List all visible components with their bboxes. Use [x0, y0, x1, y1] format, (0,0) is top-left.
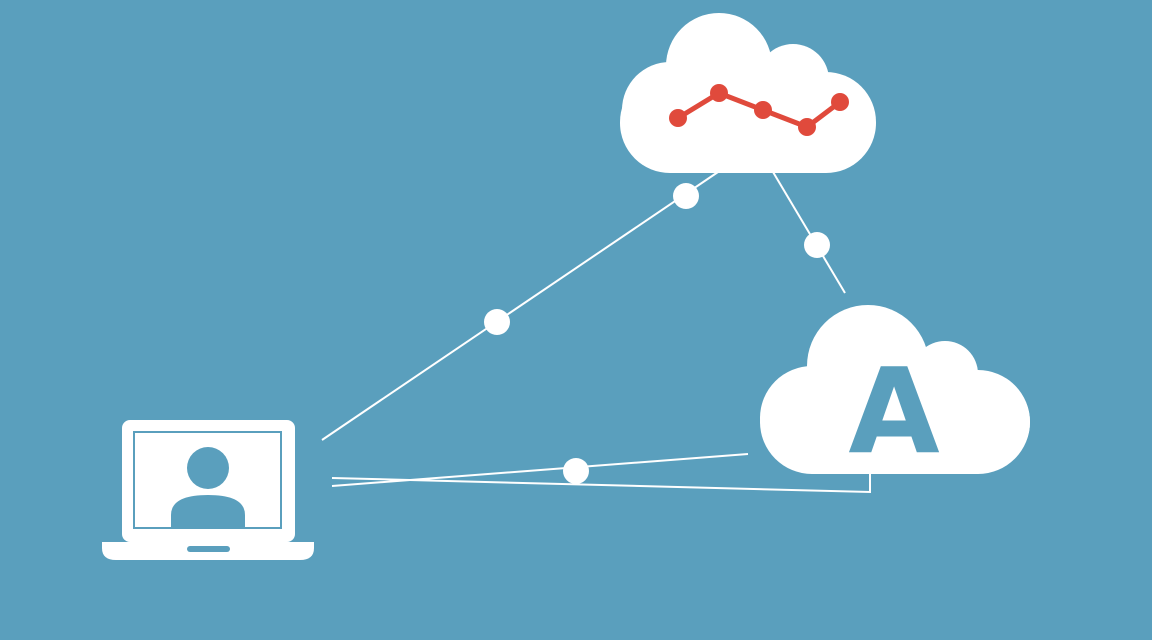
connector-node — [673, 183, 699, 209]
line-chart-icon — [669, 84, 849, 136]
chart-point — [669, 109, 687, 127]
service-letter: A — [848, 342, 939, 480]
connector-client-service-upper — [331, 453, 749, 487]
chart-point — [754, 101, 772, 119]
connector-client-analytics — [321, 171, 719, 441]
chart-point — [831, 93, 849, 111]
connector-analytics-service — [772, 171, 846, 294]
connector-node — [484, 309, 510, 335]
chart-point — [710, 84, 728, 102]
user-body-icon — [171, 495, 245, 528]
connector-node — [804, 232, 830, 258]
connector-client-service-lower — [331, 474, 871, 494]
connector-node — [563, 458, 589, 484]
cloud-letter-icon — [760, 305, 1030, 474]
user-head-icon — [187, 447, 229, 489]
chart-point — [798, 118, 816, 136]
cloud-line-chart-icon — [620, 13, 876, 173]
laptop-user-icon — [102, 420, 314, 560]
